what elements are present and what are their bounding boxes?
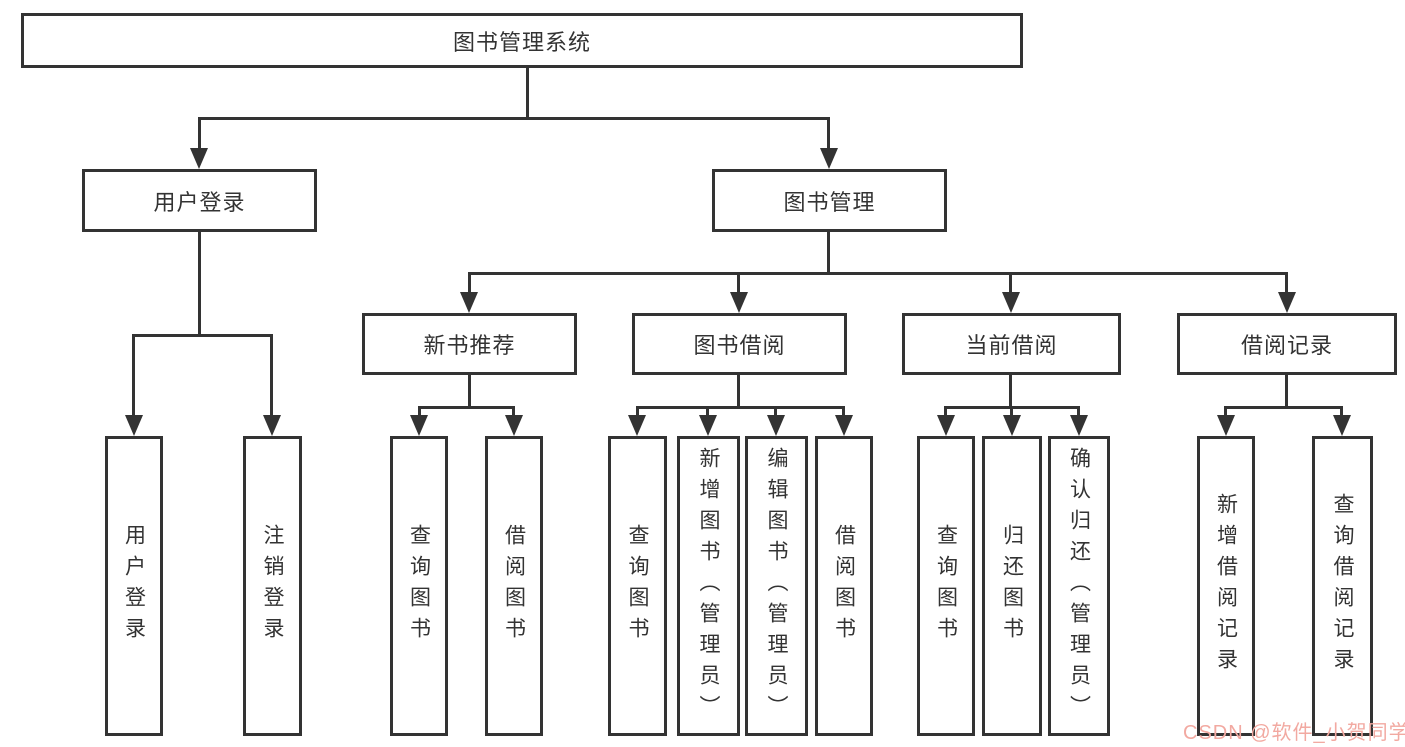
node-current-borrowing: 当前借阅 [902,313,1121,375]
node-label: 借阅记录 [1240,333,1333,358]
node-label: 当前借阅 [965,333,1058,358]
leaf-edit-books-admin: 编辑图书（管理员） [745,436,808,736]
leaf-label: 编辑图书（管理员） [765,446,788,726]
connector-vline [526,68,529,118]
arrow-down-icon [460,292,478,313]
node-label: 用户登录 [153,189,246,215]
node-label: 图书借阅 [693,333,786,358]
arrow-down-icon [263,415,281,436]
node-book-management: 图书管理 [712,169,947,232]
connector-vline [1010,406,1013,416]
arrow-down-icon [125,415,143,436]
connector-vline [468,375,471,407]
connector-vline [636,406,639,416]
connector-vline [827,232,830,273]
connector-hline [468,272,1288,275]
leaf-query-borrow-record: 查询借阅记录 [1312,436,1373,736]
connector-vline [706,406,709,416]
leaf-return-books: 归还图书 [982,436,1042,736]
connector-vline [737,272,740,293]
leaf-borrow-books-recommend: 借阅图书 [485,436,543,736]
arrow-down-icon [1333,415,1351,436]
leaf-label: 新增借阅记录 [1214,493,1238,679]
node-book-borrowing: 图书借阅 [632,313,847,375]
node-book-management-system: 图书管理系统 [21,13,1023,68]
connector-vline [774,406,777,416]
connector-vline [270,334,273,416]
arrow-down-icon [628,415,646,436]
arrow-down-icon [1003,415,1021,436]
arrow-down-icon [1217,415,1235,436]
node-label: 新书推荐 [423,333,516,358]
leaf-logout: 注销登录 [243,436,302,736]
leaf-label: 查询借阅记录 [1331,493,1354,679]
arrow-down-icon [767,415,785,436]
arrow-down-icon [410,415,428,436]
arrow-down-icon [1002,292,1020,313]
connector-hline [1224,406,1343,409]
connector-vline [198,117,201,149]
leaf-label: 查询图书 [626,524,649,648]
watermark: CSDN @软件_小贺同学 [1183,722,1405,744]
arrow-down-icon [1070,415,1088,436]
leaf-query-books-borrowing: 查询图书 [608,436,667,736]
leaf-label: 用户登录 [122,524,146,648]
arrow-down-icon [505,415,523,436]
leaf-query-books-current: 查询图书 [917,436,975,736]
node-label: 图书管理 [783,189,876,215]
leaf-label: 新增图书（管理员） [697,446,720,726]
arrow-down-icon [190,148,208,169]
node-borrow-records: 借阅记录 [1177,313,1397,375]
arrow-down-icon [699,415,717,436]
leaf-label: 查询图书 [934,524,958,648]
connector-vline [468,272,471,293]
connector-vline [827,117,830,149]
node-new-book-recommend: 新书推荐 [362,313,577,375]
connector-hline [132,334,273,337]
leaf-borrow-books: 借阅图书 [815,436,873,736]
leaf-label: 确认归还（管理员） [1067,446,1091,726]
connector-vline [1224,406,1227,416]
connector-hline [198,117,830,120]
leaf-label: 注销登录 [261,524,284,648]
leaf-label: 借阅图书 [832,524,856,648]
arrow-down-icon [820,148,838,169]
connector-vline [1009,375,1012,407]
connector-vline [1340,406,1343,416]
arrow-down-icon [835,415,853,436]
connector-hline [636,406,845,409]
leaf-confirm-return-admin: 确认归还（管理员） [1048,436,1110,736]
arrow-down-icon [937,415,955,436]
leaf-add-borrow-record: 新增借阅记录 [1197,436,1255,736]
leaf-label: 借阅图书 [502,524,526,648]
connector-vline [1285,375,1288,407]
connector-vline [1077,406,1080,416]
connector-vline [198,232,201,334]
leaf-user-login: 用户登录 [105,436,163,736]
connector-hline [418,406,515,409]
leaf-add-books-admin: 新增图书（管理员） [677,436,740,736]
leaf-label: 查询图书 [407,524,431,648]
connector-vline [944,406,947,416]
node-user-login: 用户登录 [82,169,317,232]
connector-vline [1285,272,1288,293]
connector-vline [418,406,421,416]
arrow-down-icon [1278,292,1296,313]
connector-vline [512,406,515,416]
connector-vline [132,334,135,416]
connector-vline [842,406,845,416]
connector-vline [737,375,740,407]
connector-vline [1009,272,1012,293]
leaf-query-books-recommend: 查询图书 [390,436,448,736]
leaf-label: 归还图书 [1000,524,1024,648]
arrow-down-icon [730,292,748,313]
node-label: 图书管理系统 [452,29,591,55]
